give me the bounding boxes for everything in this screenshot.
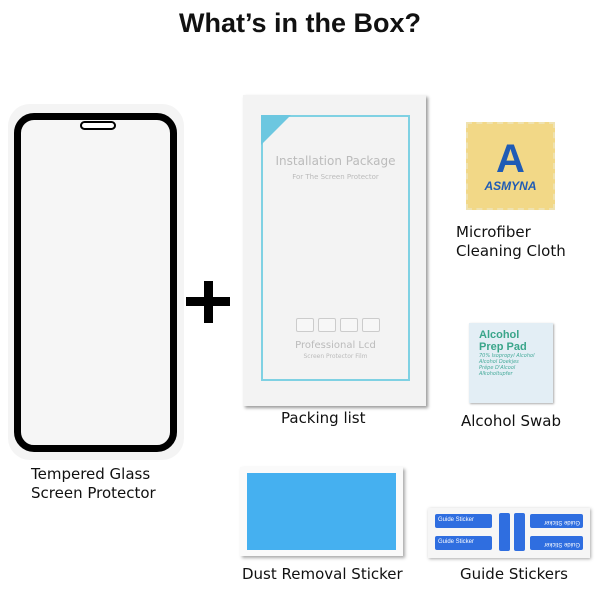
monitor-icon: [296, 318, 314, 332]
page-title: What’s in the Box?: [179, 8, 421, 38]
pad-text: Alkoholtupfer: [479, 371, 513, 377]
screen-protector-image: [14, 113, 177, 452]
guide-tab: [499, 513, 510, 551]
brand-name: ASMYNA: [484, 179, 537, 193]
guide-sticker: Guide Sticker: [530, 514, 583, 528]
dust-sticker-image: [240, 467, 403, 556]
brand-logo: A: [496, 137, 525, 181]
cleaning-cloth-image: A ASMYNA: [466, 122, 555, 210]
phone-icon: [362, 318, 380, 332]
packing-footer-sub: Screen Protector Film: [303, 353, 368, 360]
packing-corner-ribbon: [261, 115, 291, 145]
dust-sticker-surface: [247, 473, 396, 550]
guide-sticker: Guide Sticker: [435, 514, 492, 528]
pad-title-2: Prep Pad: [479, 341, 527, 353]
packing-list-label: Packing list: [281, 409, 366, 427]
pad-text: 70% Isopropyl Alcohol: [479, 353, 535, 359]
guide-sticker: Guide Sticker: [530, 536, 583, 550]
alcohol-swab-label: Alcohol Swab: [461, 412, 561, 430]
packing-subheading: For The Screen Protector: [292, 173, 379, 181]
phone-notch: [80, 121, 116, 130]
cloth-label-1: Microfiber: [456, 223, 531, 241]
tablet-icon: [318, 318, 336, 332]
pad-text: Prêpe D'Alcool: [479, 365, 516, 371]
packing-list-image: [243, 95, 426, 406]
device-icons: [296, 318, 380, 332]
dust-sticker-label: Dust Removal Sticker: [242, 565, 403, 583]
pad-title-1: Alcohol: [479, 329, 520, 341]
pad-text: Alcohol Doekjes: [479, 359, 519, 365]
packing-footer: Professional Lcd: [295, 340, 376, 351]
packing-list-frame: [261, 115, 410, 381]
screen-protector-label-2: Screen Protector: [31, 484, 156, 502]
plus-icon-vertical: [204, 281, 213, 323]
screen-protector-label-1: Tempered Glass: [31, 465, 151, 483]
guide-sticker: Guide Sticker: [435, 536, 492, 550]
alcohol-pad-image: Alcohol Prep Pad 70% Isopropyl Alcohol A…: [469, 323, 553, 403]
guide-stickers-label: Guide Stickers: [460, 565, 568, 583]
cloth-label-2: Cleaning Cloth: [456, 242, 566, 260]
guide-tab: [514, 513, 525, 551]
guide-stickers-image: Guide Sticker Guide Sticker Guide Sticke…: [428, 508, 590, 558]
camera-icon: [340, 318, 358, 332]
packing-heading: Installation Package: [275, 154, 396, 168]
